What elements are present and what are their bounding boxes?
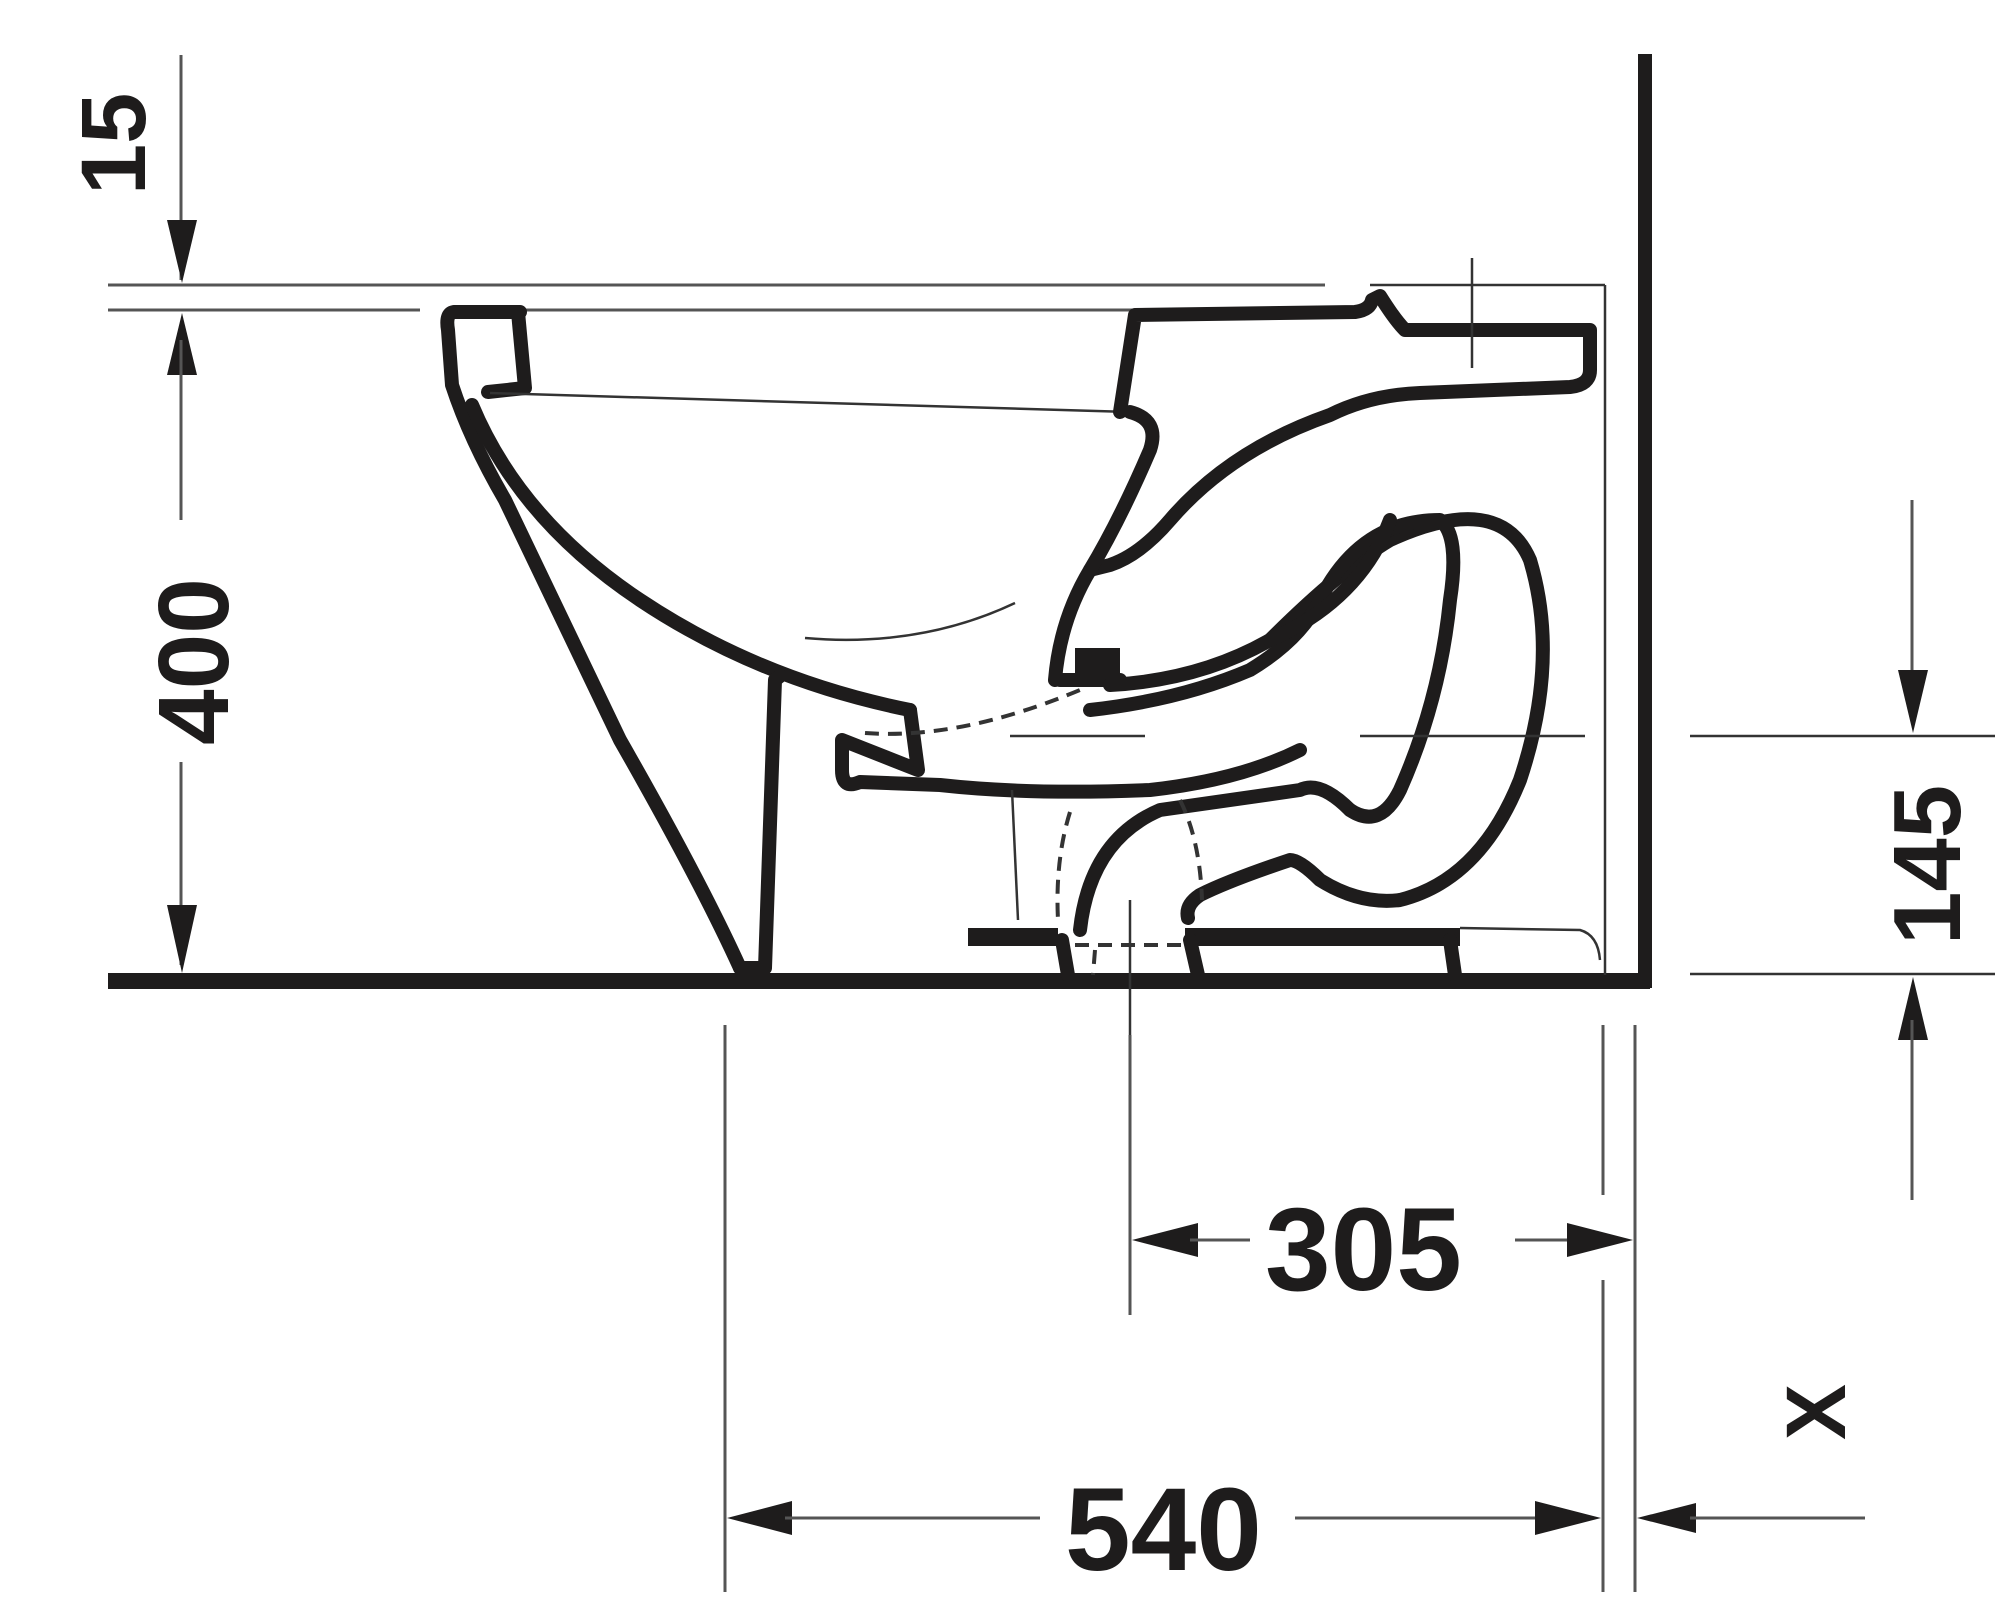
dim-400-arrow-down xyxy=(167,905,197,973)
trap-inner xyxy=(1083,513,1461,824)
water-curve xyxy=(804,601,1016,642)
dim-540-arrow-left xyxy=(727,1501,792,1535)
base-flange-right xyxy=(1185,928,1460,946)
trap-back-curve xyxy=(1263,513,1397,647)
bowl-rim-front xyxy=(448,305,532,399)
outlet-horn-dashed-left xyxy=(1055,811,1072,921)
dim-305-arrow-left xyxy=(1132,1223,1198,1257)
base-flange-left xyxy=(968,928,1058,946)
pedestal-hidden-line xyxy=(1010,789,1020,921)
bowl-rear-wall xyxy=(1048,405,1160,687)
dim-305-label: 305 xyxy=(1265,1184,1462,1316)
bowl-rim-rear xyxy=(1083,289,1597,577)
trap-outer xyxy=(1103,512,1550,925)
dim-x-arrow-left xyxy=(1637,1503,1696,1533)
dim-540-arrow-right xyxy=(1535,1501,1601,1535)
base-flange-feet xyxy=(1055,933,1462,982)
trap-lower-leg xyxy=(1073,780,1357,937)
dim-15-arrow-down xyxy=(167,220,197,283)
dim-x-label: X xyxy=(1769,1384,1863,1440)
outlet-horn-dashed-right xyxy=(1178,799,1204,901)
dim-145-arrow-down xyxy=(1898,670,1928,733)
water-line xyxy=(489,391,1131,414)
dim-15-label: 15 xyxy=(63,93,165,195)
dim-540-label: 540 xyxy=(1065,1464,1262,1596)
base-rear-outline xyxy=(1459,926,1602,961)
bowl-front-shell xyxy=(440,305,747,975)
bowl-inner-curve xyxy=(465,398,917,717)
dim-145-label: 145 xyxy=(1874,785,1981,945)
pedestal-front xyxy=(733,669,787,975)
dim-400-label: 400 xyxy=(138,578,250,745)
dim-305-arrow-right xyxy=(1567,1223,1633,1257)
connector-dashed-line xyxy=(864,688,1081,736)
bowl-outlet-box xyxy=(835,703,1307,799)
dim-145-arrow-up xyxy=(1898,977,1928,1040)
jet-block xyxy=(1075,648,1120,680)
